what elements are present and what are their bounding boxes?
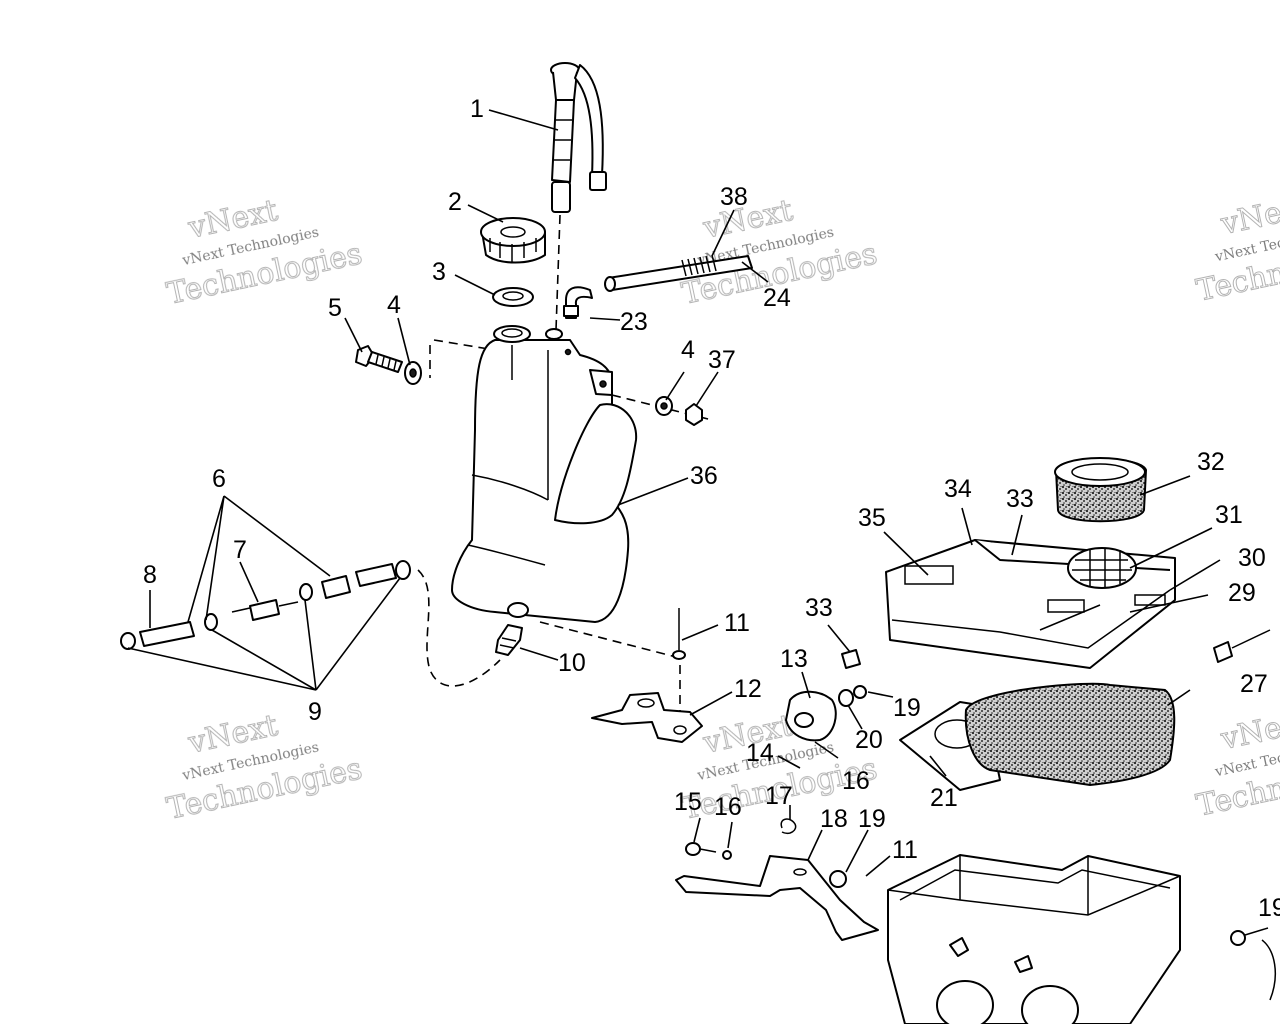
part-fuel-tank	[451, 325, 638, 623]
part-gasket	[492, 287, 534, 307]
callout-label: 11	[892, 836, 918, 864]
callout-label: 37	[708, 346, 736, 374]
assembly-line	[539, 621, 681, 659]
callout-label: 21	[930, 784, 958, 812]
callout-label: 15	[674, 788, 702, 816]
callout-label: 27	[1240, 670, 1268, 698]
part-washer	[404, 361, 422, 385]
callout-label: 9	[308, 698, 322, 726]
callout-label: 12	[734, 675, 762, 703]
part-airbox-base	[887, 629, 1277, 1024]
watermark-logo: vNext	[1217, 704, 1280, 757]
callout-label: 16	[842, 767, 870, 795]
callout-label: 23	[620, 308, 648, 336]
part-fuel-fitting	[495, 602, 529, 656]
part-mount-bracket	[591, 692, 703, 743]
assembly-line	[555, 214, 561, 331]
callout-label: 29	[1228, 579, 1256, 607]
callout-label: 4	[681, 336, 695, 364]
part-bolt	[685, 818, 797, 860]
part-washer	[655, 396, 673, 416]
callouts: 1 2 3 5 4 23 38 24 4 37 36 6 7 8 9 10 11…	[143, 95, 1280, 922]
callout-label: 32	[1197, 448, 1225, 476]
callout-label: 38	[720, 183, 748, 211]
watermark-logo: vNext	[1217, 189, 1280, 242]
part-foam-ring	[1054, 457, 1148, 523]
callout-label: 13	[780, 645, 808, 673]
part-fill-neck-hose	[550, 62, 607, 213]
callout-label: 18	[820, 805, 848, 833]
watermark: vNext vNext Technologies Technologies	[163, 192, 365, 312]
part-elbow-fitting	[563, 286, 593, 319]
watermark: vNext vNext Technologies Technologies	[163, 707, 365, 827]
callout-label: 6	[212, 465, 226, 493]
part-fuel-line-assembly	[120, 560, 411, 650]
callout-label: 7	[233, 536, 247, 564]
assembly-line	[417, 569, 501, 687]
part-cable-adapter	[785, 690, 839, 759]
callout-label: 33	[1006, 485, 1034, 513]
part-washer	[838, 685, 867, 707]
part-vent-tube	[604, 254, 753, 292]
callout-label: 36	[690, 462, 718, 490]
callout-label: 33	[805, 594, 833, 622]
part-grommet	[829, 870, 847, 888]
callout-label: 3	[432, 258, 446, 286]
callout-label: 16	[714, 793, 742, 821]
watermark: vNext vNext Technologies Technologies	[1193, 189, 1280, 310]
callout-label: 30	[1238, 544, 1266, 572]
callout-label: 19	[1258, 894, 1280, 922]
callout-label: 11	[724, 609, 750, 637]
part-air-filter	[964, 682, 1176, 787]
callout-label: 10	[558, 649, 586, 677]
watermark: vNext vNext Technologies Technologies	[1193, 704, 1280, 825]
callout-label: 19	[893, 694, 921, 722]
callout-label: 5	[328, 294, 342, 322]
part-support-bracket	[675, 855, 879, 941]
callout-label: 35	[858, 504, 886, 532]
callout-label: 1	[470, 95, 484, 123]
part-intake-grille	[1067, 547, 1137, 589]
callout-label: 19	[858, 805, 886, 833]
callout-label: 17	[765, 782, 793, 810]
callout-label: 34	[944, 475, 972, 503]
part-fill-cap	[480, 217, 546, 264]
callout-label: 8	[143, 561, 157, 589]
callout-label: 31	[1215, 501, 1243, 529]
part-pin	[672, 608, 686, 660]
leader-lines	[127, 109, 1221, 877]
callout-label: 4	[387, 291, 401, 319]
part-nut	[685, 403, 703, 426]
callout-label: 24	[763, 284, 791, 312]
callout-label: 14	[746, 739, 774, 767]
part-bolt	[355, 345, 403, 373]
callout-label: 2	[448, 188, 462, 216]
callout-label: 20	[855, 726, 883, 754]
